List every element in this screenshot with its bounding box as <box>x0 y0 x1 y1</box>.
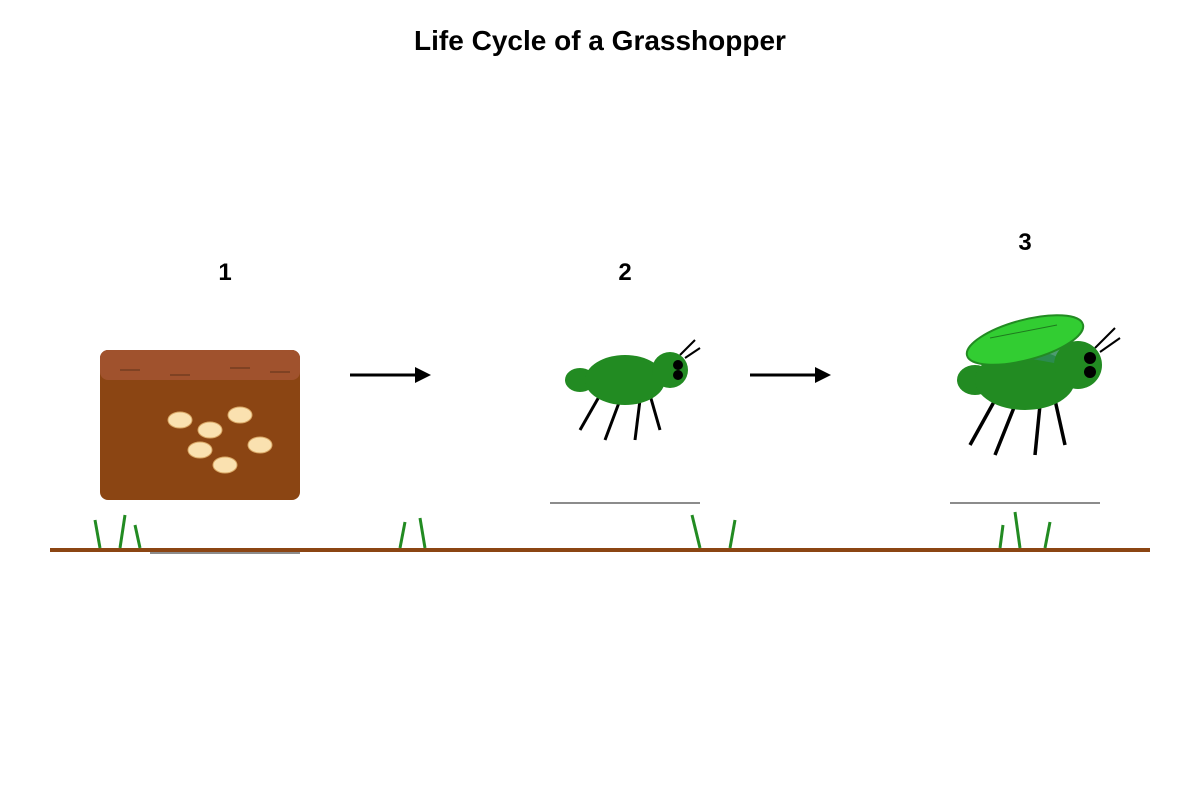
stage-1-number: 1 <box>218 259 231 286</box>
grass-blade <box>398 521 407 549</box>
adult-head <box>1054 341 1102 389</box>
stage-2-number: 2 <box>618 259 631 286</box>
stage-3-number: 3 <box>1018 229 1031 256</box>
egg <box>197 421 223 439</box>
grass-blade <box>998 524 1005 549</box>
soil-top-layer <box>100 350 300 380</box>
nymph-head <box>652 352 688 388</box>
nymph-icon <box>565 339 701 441</box>
egg <box>212 456 238 474</box>
egg <box>247 436 273 454</box>
diagram-title: Life Cycle of a Grasshopper <box>414 25 786 56</box>
egg <box>227 406 253 424</box>
grass-blade <box>418 517 427 549</box>
grass-blade <box>133 524 142 549</box>
eggs <box>167 406 273 474</box>
adult-eye <box>1084 366 1096 378</box>
grass-blades <box>93 511 1052 549</box>
nymph-legs <box>578 394 662 441</box>
adult-wing-vein <box>989 324 1058 339</box>
egg-pod-icon <box>100 350 300 500</box>
grass-blade <box>690 514 702 549</box>
egg <box>187 441 213 459</box>
nymph-eye <box>673 360 683 370</box>
arrow-2-to-3 <box>750 367 831 383</box>
nymph-body <box>585 355 665 405</box>
adult-legs <box>968 399 1067 456</box>
adult-wing <box>965 314 1085 366</box>
adult-grasshopper-icon <box>957 314 1121 456</box>
soil-marks <box>120 367 290 376</box>
grass-blade <box>1043 521 1052 549</box>
grass-blade <box>1013 511 1022 549</box>
egg <box>167 411 193 429</box>
adult-eye <box>1084 352 1096 364</box>
grass-blade <box>728 519 737 549</box>
grass-blade <box>118 514 127 549</box>
grass-blade <box>93 519 102 549</box>
nymph-antennae <box>679 339 701 359</box>
arrow-1-to-2 <box>350 367 431 383</box>
adult-antennae <box>1094 327 1121 353</box>
nymph-eye <box>673 370 683 380</box>
